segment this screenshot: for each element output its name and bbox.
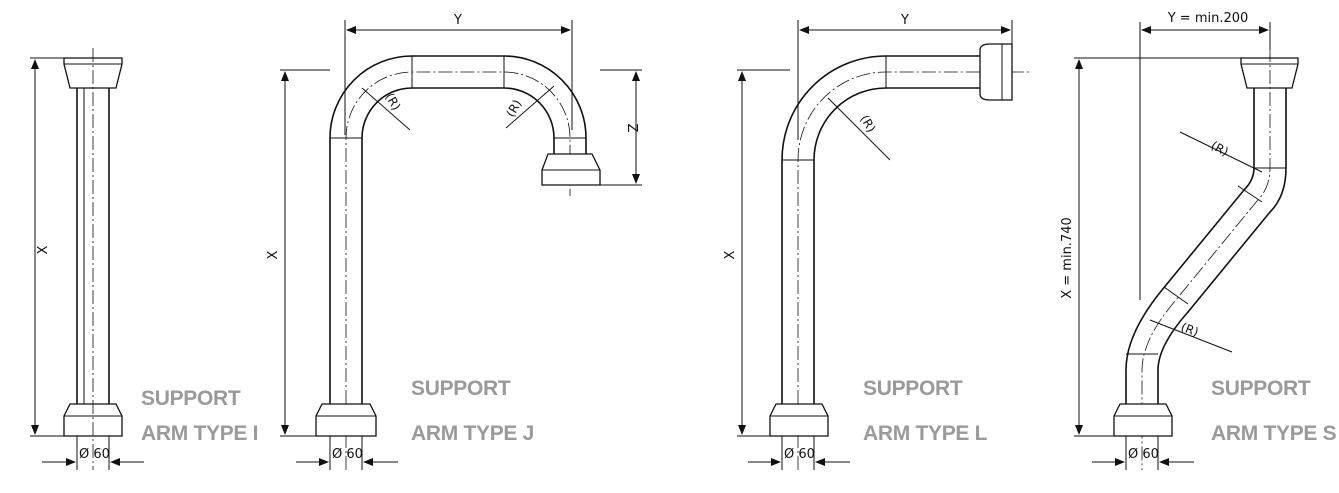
dim-x-label: X <box>723 250 738 259</box>
dim-y-label: Y <box>900 13 909 28</box>
radius-label: (R) <box>503 97 524 119</box>
caption-line2: ARM TYPE L <box>863 422 988 445</box>
support-arm-type-i: X Ø 60 SUPPORT ARM TYPE I <box>30 48 258 470</box>
diameter-label: Ø 60 <box>1128 447 1159 462</box>
dim-y-label: Y = min.200 <box>1167 11 1249 26</box>
caption-line1: SUPPORT <box>141 387 241 410</box>
dim-z-label: Z <box>624 124 639 133</box>
caption-line1: SUPPORT <box>411 377 511 400</box>
diameter-label: Ø 60 <box>784 447 815 462</box>
caption-line2: ARM TYPE I <box>141 422 258 445</box>
radius-label: (R) <box>857 113 878 135</box>
support-arm-type-s: X = min.740 Y = min.200 (R) (R) Ø 60 SUP <box>1060 11 1337 470</box>
caption-line2: ARM TYPE S <box>1211 422 1337 445</box>
radius-label: (R) <box>1179 320 1201 340</box>
diameter-label: Ø 60 <box>332 447 363 462</box>
dim-y-label: Y <box>453 13 462 28</box>
radius-label: (R) <box>382 91 403 113</box>
bottom-cap <box>769 403 829 437</box>
caption-line1: SUPPORT <box>863 377 963 400</box>
support-arm-type-j: X Y Z (R) (R) Ø 60 <box>266 13 642 470</box>
dim-x-label: X <box>266 250 281 259</box>
bottom-cap <box>315 403 377 437</box>
caption-line1: SUPPORT <box>1211 377 1311 400</box>
top-cap <box>1240 57 1299 89</box>
caption-line2: ARM TYPE J <box>411 422 534 445</box>
bottom-cap <box>1113 403 1173 437</box>
support-arm-type-l: X Y (R) Ø 60 SUPPORT ARM TYPE L <box>723 13 1030 470</box>
dim-x-label: X = min.740 <box>1060 217 1075 299</box>
diameter-label: Ø 60 <box>79 447 110 462</box>
radius-label: (R) <box>1209 138 1231 159</box>
dim-x-label: X <box>36 245 51 254</box>
side-cap <box>979 43 1013 101</box>
